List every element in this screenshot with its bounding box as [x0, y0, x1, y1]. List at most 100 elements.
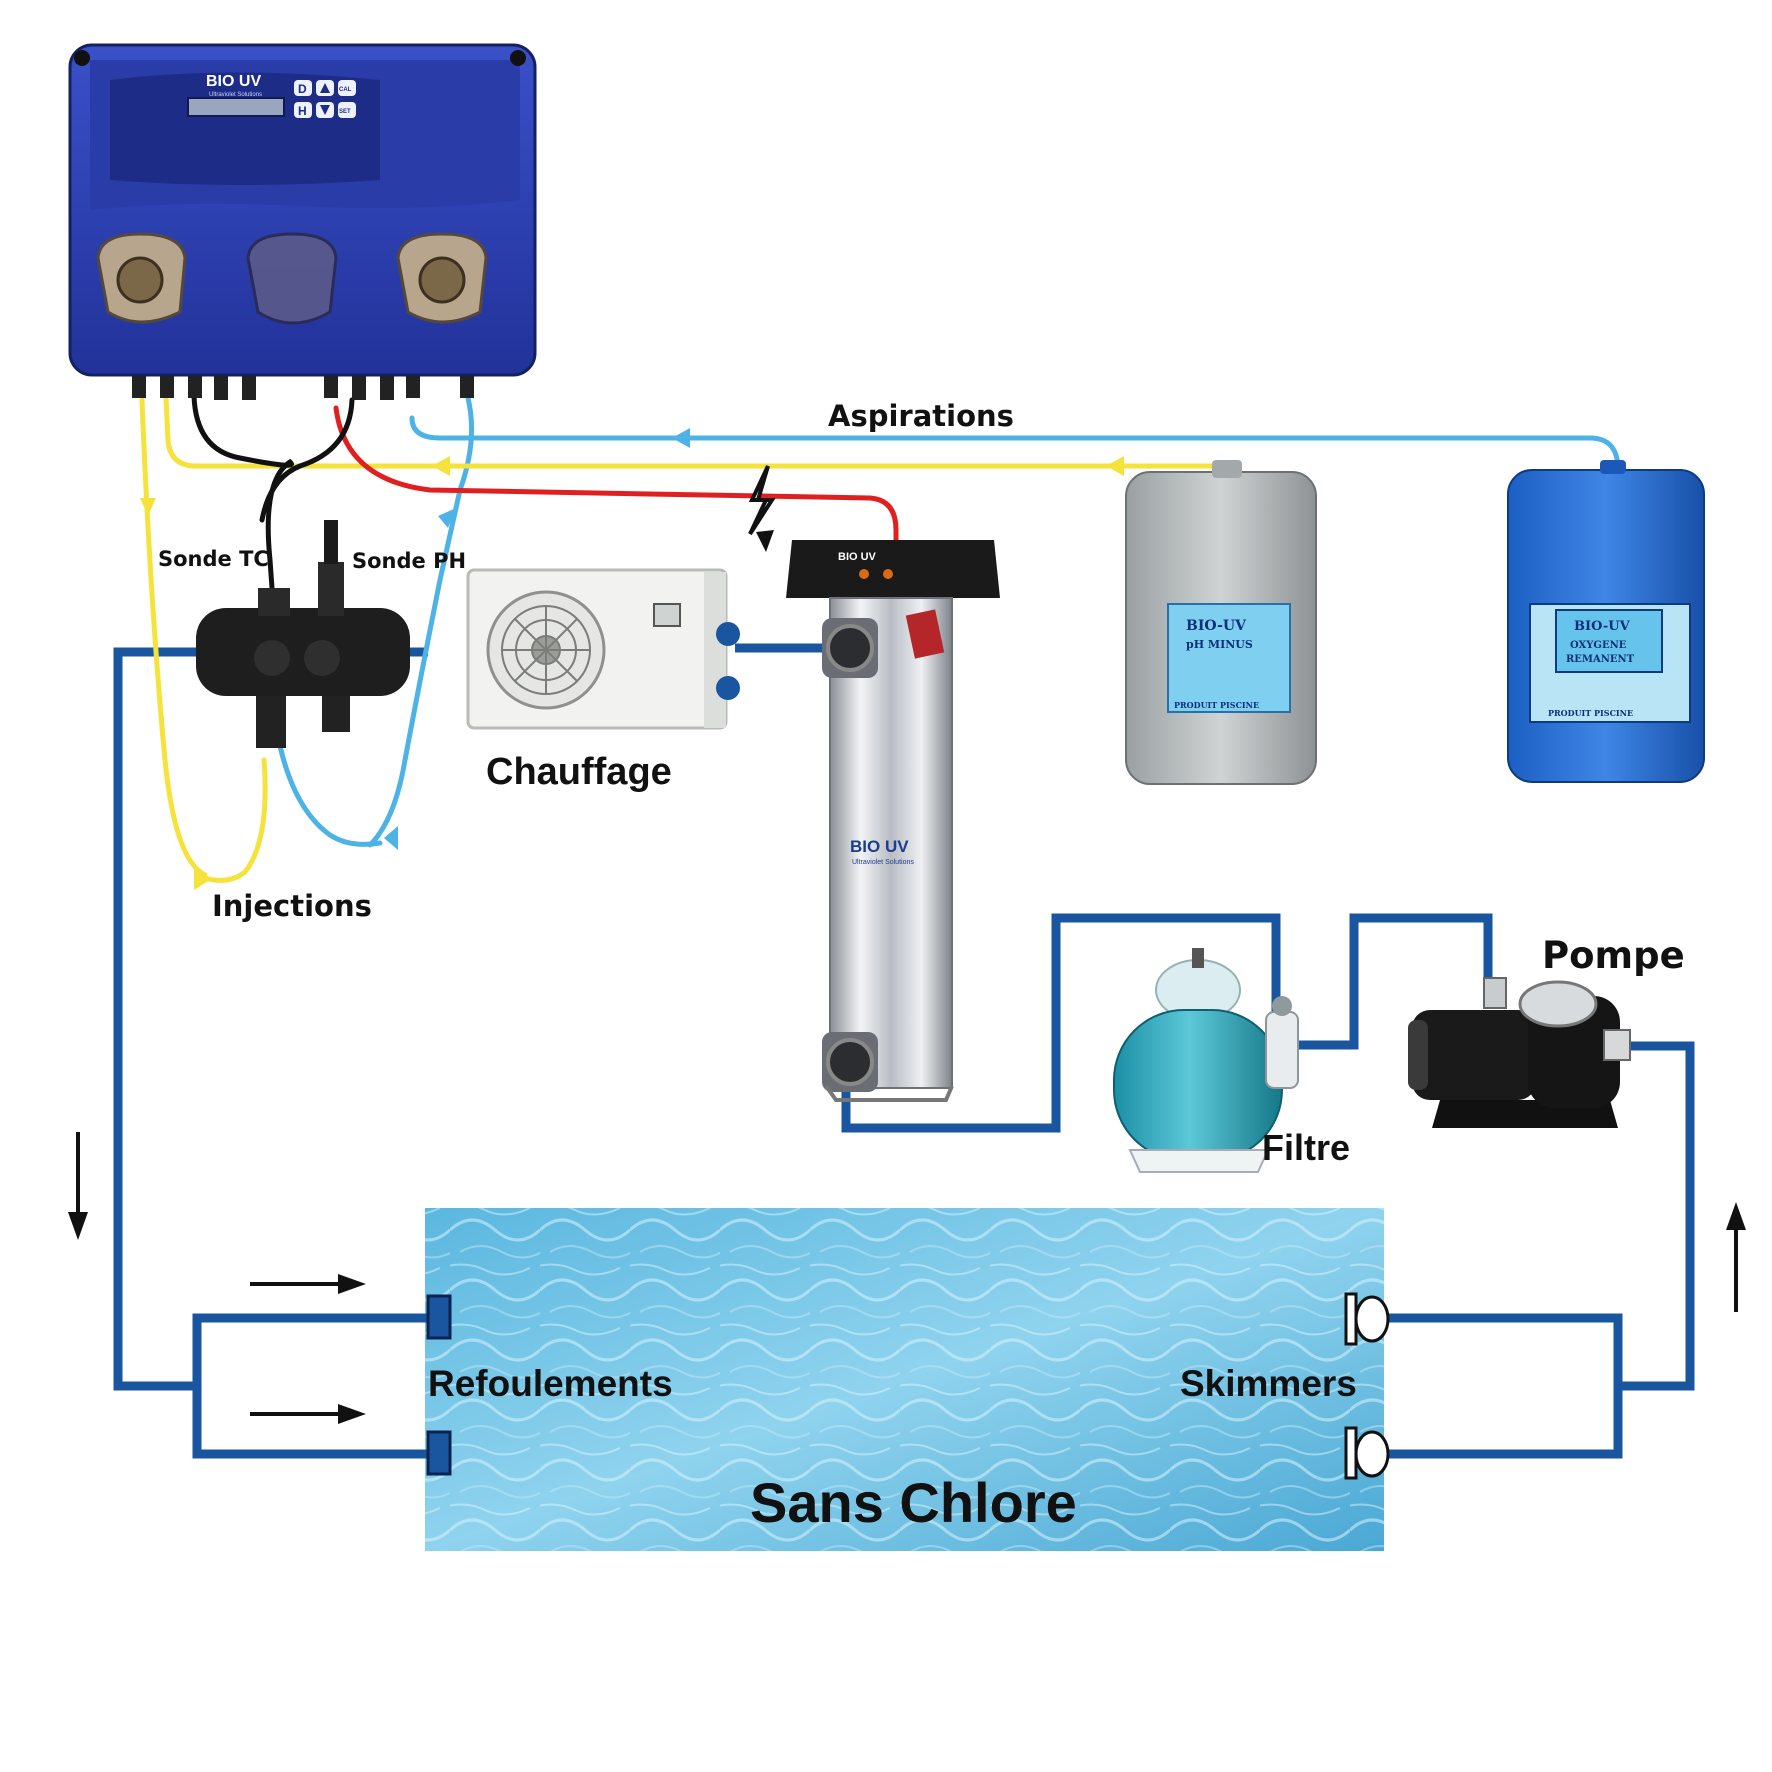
sand-filter: [1113, 948, 1299, 1173]
uv-top-logo: BIO UV: [838, 551, 877, 563]
dosing-controller: BIO UV Ultraviolet Solutions D CAL H SET: [68, 43, 537, 400]
canister-ph-product: pH MINUS: [1186, 638, 1253, 651]
filter-tank: [1113, 1009, 1283, 1161]
label-sonde-ph: Sonde PH: [352, 549, 466, 573]
key-h-label: H: [298, 104, 307, 118]
pump-strainer-lid: [1518, 980, 1598, 1028]
pump-motor: [1412, 1010, 1536, 1100]
injection-valve-1: [256, 696, 286, 748]
injection-valve-2: [322, 696, 350, 732]
probe-holder-body: [196, 608, 410, 696]
refoulement-nozzle-1: [426, 1294, 452, 1340]
yellow-aspiration-tube: [163, 395, 1229, 475]
controller-connectors: [132, 376, 474, 400]
cyan-tube-down: [367, 395, 475, 848]
probe-ph-cap: [324, 520, 338, 564]
canister-oxygene-remanent: BIO-UV OXYGENE REMANENT PRODUIT PISCINE: [1507, 460, 1705, 783]
flow-arrows: [68, 1132, 1746, 1424]
canister-ph-brand: BIO-UV: [1186, 618, 1247, 634]
uv-top-cap: [786, 540, 1000, 598]
pipe-pump-skimmers: [1618, 1041, 1695, 1391]
return-manifold-low: [192, 1386, 430, 1459]
key-d-button[interactable]: [294, 80, 312, 96]
cyan-arrowhead-icon-1: [672, 428, 690, 448]
pump-motor-end: [1408, 1020, 1428, 1090]
labels: Aspirations Sonde TC Sonde PH Chauffage …: [158, 399, 1685, 1534]
controller-keypad: D CAL H SET: [294, 80, 356, 118]
heat-pump-side: [704, 572, 726, 728]
controller-logo-sub: Ultraviolet Solutions: [209, 92, 262, 98]
peristaltic-pump-1: [96, 232, 187, 324]
arrow-down-icon: [68, 1132, 88, 1240]
peristaltic-pump-2: [246, 232, 338, 325]
key-set-button[interactable]: [338, 102, 356, 118]
heat-pump: [466, 568, 740, 730]
uv-body-logo: BIO UV: [850, 837, 909, 856]
yellow-arrowhead-icon-4: [194, 868, 210, 890]
return-manifold: [192, 1313, 430, 1386]
pool: [425, 1208, 1384, 1551]
arrow-right-icon-1: [250, 1274, 366, 1294]
bolt-arrowhead-icon: [756, 530, 774, 552]
pipe-filter-pump: [1290, 913, 1493, 1050]
skimmer-2: [1344, 1426, 1390, 1480]
key-cal-label: CAL: [339, 87, 352, 93]
electric-bolt-icon: [748, 465, 776, 536]
cyan-arrowhead-icon-2: [438, 508, 456, 528]
heat-pump-display: [653, 603, 681, 627]
skimmer-manifold: [1384, 1313, 1623, 1386]
cyan-arrowhead-icon-3: [384, 826, 398, 850]
cyan-aspiration-tube: [409, 415, 1621, 473]
label-injections: Injections: [212, 889, 372, 923]
black-probe-cable-ph: [259, 397, 355, 523]
canister-ph-footer: PRODUIT PISCINE: [1174, 700, 1259, 710]
uv-steel-body: [829, 597, 953, 1089]
uv-inlet-port: [822, 618, 878, 678]
key-up-icon: [320, 83, 330, 93]
uv-outlet-port: [822, 1032, 878, 1092]
canister-ph-label: [1167, 603, 1291, 713]
canister-oxy-product-2: REMANENT: [1566, 654, 1635, 665]
arrow-right-icon-2: [250, 1404, 366, 1424]
probe-tc-stub: [258, 588, 290, 616]
yellow-arrowhead-icon-2: [432, 456, 450, 476]
label-filtre: Filtre: [1262, 1127, 1350, 1168]
probe-holder: [196, 520, 410, 748]
controller-lcd: [187, 97, 285, 117]
probe-holder-port-2: [304, 640, 340, 676]
key-cal-button[interactable]: [338, 80, 356, 96]
red-power-cable: [333, 405, 899, 543]
yellow-tube-down: [139, 397, 208, 878]
skimmer-manifold-low: [1384, 1386, 1623, 1459]
yellow-injection-tube: [202, 757, 268, 883]
cyan-injection-tube: [277, 743, 383, 847]
arrow-up-icon: [1726, 1202, 1746, 1312]
canister-oxy-product-1: OXYGENE: [1570, 640, 1627, 651]
filter-lid-knob: [1192, 948, 1204, 968]
canister-ph-minus: BIO-UV pH MINUS PRODUIT PISCINE: [1125, 460, 1317, 785]
probe-holder-port-1: [254, 640, 290, 676]
controller-display-zone: [110, 72, 380, 185]
pump-outlet-fitting: [1603, 1029, 1631, 1061]
label-aspirations: Aspirations: [828, 399, 1014, 433]
yellow-arrowhead-icon-1: [1106, 456, 1124, 476]
canister-oxy-cap: [1600, 460, 1626, 474]
screw-icon-tl: [74, 50, 90, 66]
label-skimmers: Skimmers: [1180, 1363, 1357, 1404]
uv-top-gland-2: [883, 569, 893, 579]
label-sonde-tc: Sonde TC: [158, 547, 269, 571]
probe-ph-stub: [318, 562, 344, 616]
skimmer-1: [1344, 1292, 1390, 1346]
uv-body-sub: Ultraviolet Solutions: [852, 859, 914, 866]
peristaltic-pump-3: [396, 232, 488, 324]
key-h-button[interactable]: [294, 102, 312, 118]
pipe-uv-filter: [841, 913, 1281, 1133]
tube-arrowheads: [140, 428, 1124, 890]
key-set-label: SET: [339, 109, 351, 115]
key-down-icon: [320, 105, 330, 115]
uv-feet: [824, 1084, 954, 1102]
heat-pump-inlet: [716, 622, 740, 646]
filter-valve-knob: [1272, 996, 1292, 1016]
pool-pump: [1408, 977, 1631, 1128]
